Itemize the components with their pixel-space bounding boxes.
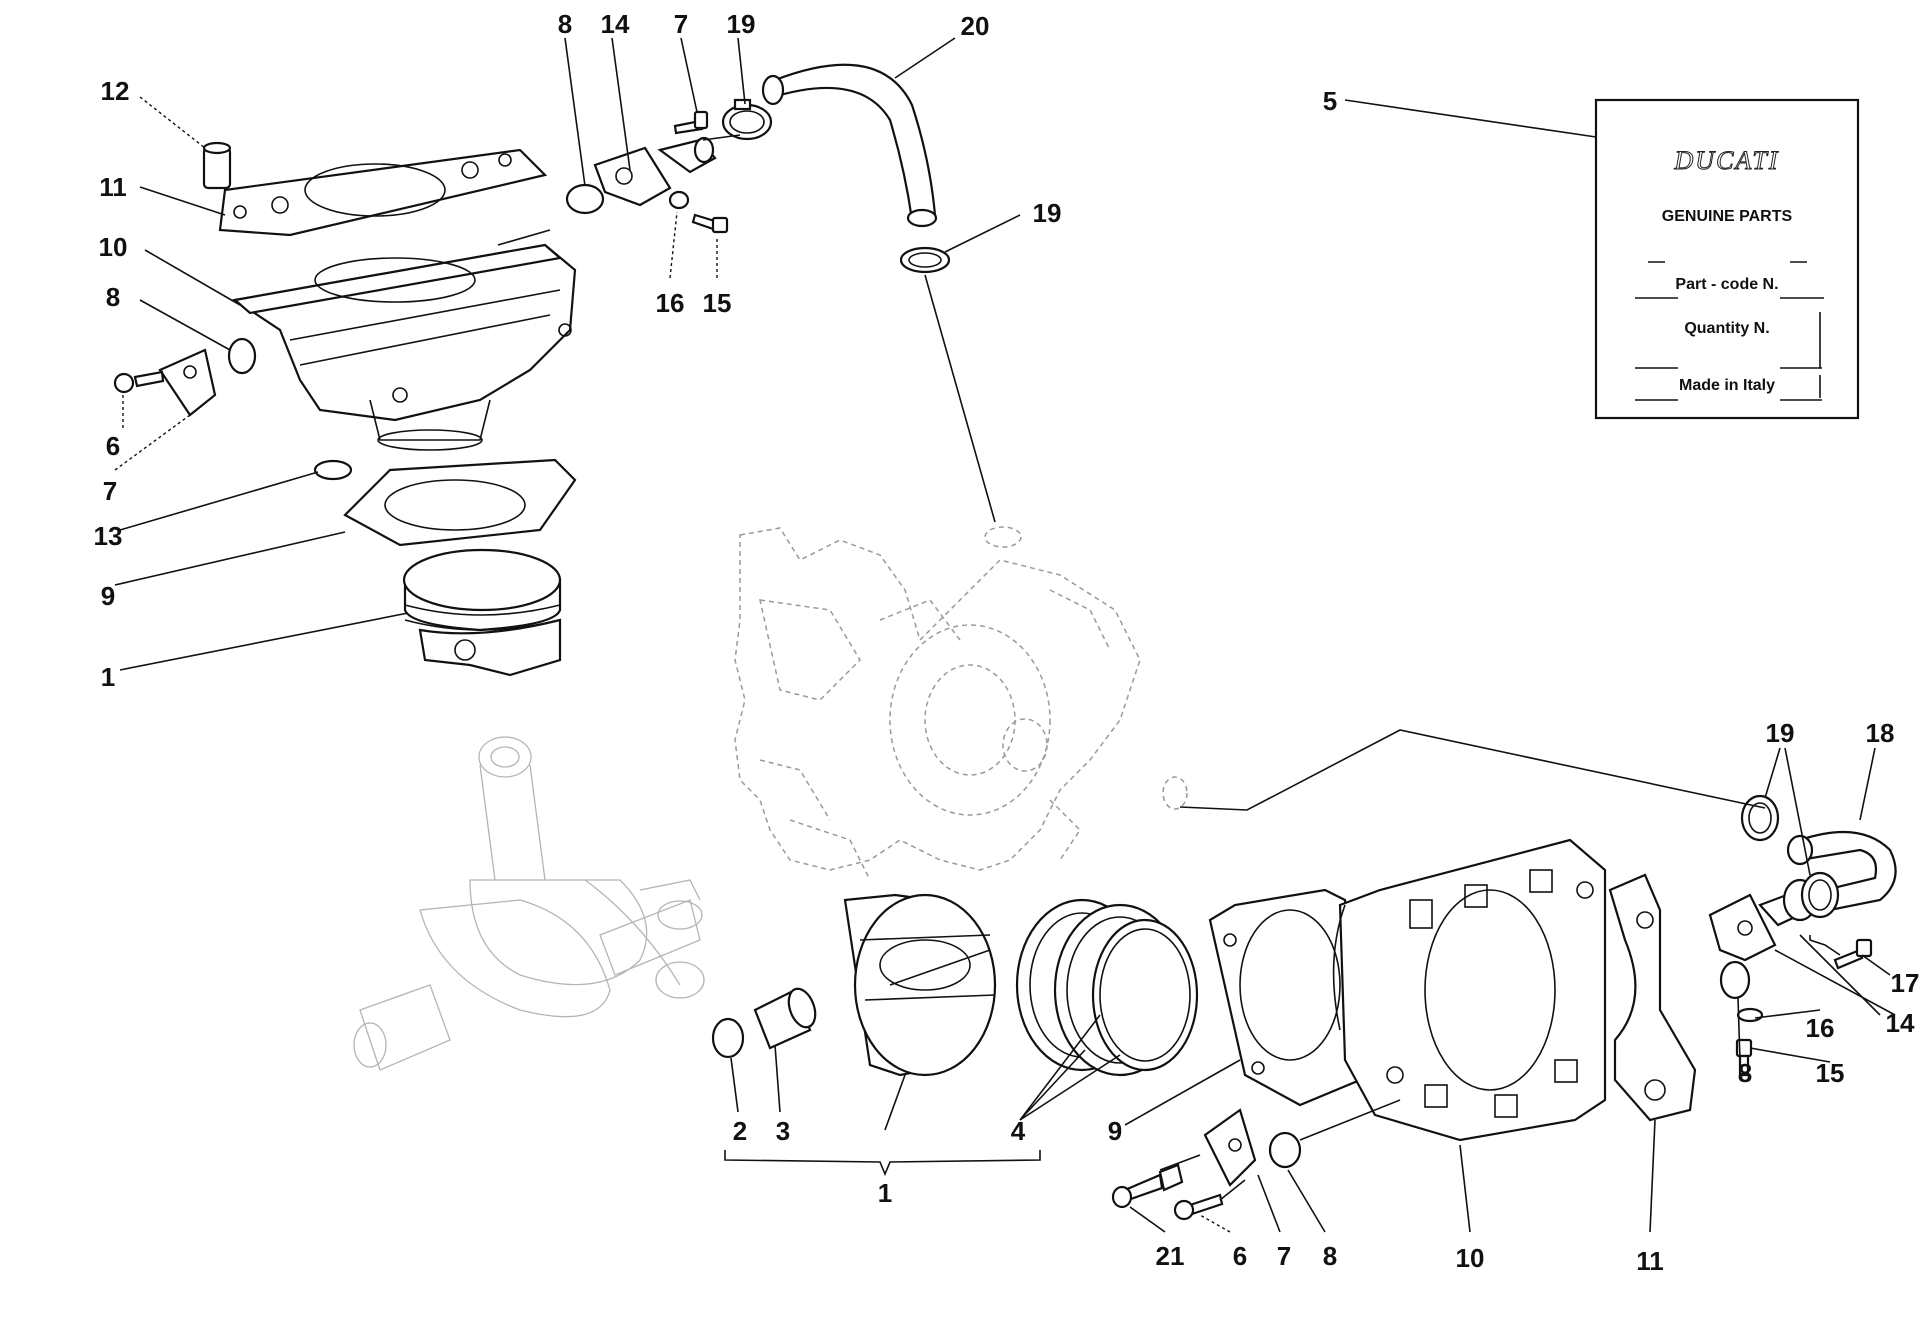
dowel-sleeve (202, 141, 232, 190)
cylinder-assembly-top (113, 141, 577, 677)
callout-19: 19 (727, 9, 756, 39)
callout-6: 6 (1233, 1241, 1247, 1271)
o-ring-small (313, 459, 353, 481)
leader-lines (114, 37, 1896, 1233)
piston-bottom (843, 893, 997, 1077)
piston-pin (753, 987, 817, 1050)
cylinder-group-bottom (1111, 838, 1697, 1221)
head-gasket-top (218, 148, 548, 237)
callout-17: 17 (1891, 968, 1920, 998)
callout-13: 13 (94, 521, 123, 551)
o-ring-right (1719, 960, 1751, 1000)
callout-9: 9 (101, 581, 115, 611)
cylinder-barrel-bottom (1332, 838, 1607, 1142)
callout-1: 1 (878, 1178, 892, 1208)
piston-rings (1015, 898, 1199, 1077)
callout-11: 11 (1636, 1246, 1664, 1276)
o-ring-left (227, 337, 257, 375)
callout-7: 7 (103, 476, 117, 506)
o-ring-top (565, 183, 605, 215)
callout-7: 7 (1277, 1241, 1291, 1271)
callout-10: 10 (99, 232, 128, 262)
water-fitting-right (1708, 794, 1897, 1077)
bolt-bottom (1173, 1193, 1224, 1221)
cylinder-barrel-top (232, 243, 577, 451)
water-flange-left (158, 348, 217, 417)
callout-15: 15 (703, 288, 732, 318)
callout-10: 10 (1456, 1243, 1485, 1273)
bolt-left (113, 370, 165, 394)
card-genuine-parts: GENUINE PARTS (1662, 208, 1793, 225)
callout-3: 3 (776, 1116, 790, 1146)
base-gasket-top (343, 458, 577, 547)
callout-15: 15 (1816, 1058, 1845, 1088)
callout-21: 21 (1156, 1241, 1185, 1271)
callout-16: 16 (656, 288, 685, 318)
piston-group-bottom (711, 893, 1199, 1077)
callout-8: 8 (106, 282, 120, 312)
genuine-parts-card: DUCATI GENUINE PARTS Part - code N. Quan… (1594, 98, 1860, 420)
piston-top (402, 548, 562, 677)
callout-9: 9 (1108, 1116, 1122, 1146)
callout-19: 19 (1033, 198, 1062, 228)
callout-14: 14 (601, 9, 630, 39)
callout-11: 11 (99, 172, 127, 202)
water-flange-bottom (1203, 1108, 1257, 1187)
brand-wordmark: DUCATI (1674, 146, 1780, 175)
callout-7: 7 (674, 9, 688, 39)
callout-6: 6 (106, 431, 120, 461)
card-made-in: Made in Italy (1679, 377, 1775, 394)
card-part-code: Part - code N. (1675, 276, 1778, 293)
callout-8: 8 (1323, 1241, 1337, 1271)
callout-4: 4 (1011, 1116, 1026, 1146)
crankshaft-ghost (353, 736, 705, 1071)
callout-12: 12 (101, 76, 130, 106)
base-gasket-bottom (1208, 888, 1362, 1107)
bleed-valve (1111, 1163, 1184, 1209)
o-ring-bottom (1268, 1131, 1302, 1169)
callout-16: 16 (1806, 1013, 1835, 1043)
head-gasket-bottom (1608, 873, 1697, 1122)
circlip (711, 1017, 745, 1059)
callout-14: 14 (1886, 1008, 1915, 1038)
callout-19: 19 (1766, 718, 1795, 748)
card-quantity: Quantity N. (1684, 320, 1769, 337)
callout-20: 20 (961, 11, 990, 41)
callout-18: 18 (1866, 718, 1895, 748)
callout-2: 2 (733, 1116, 747, 1146)
callout-8: 8 (558, 9, 572, 39)
crankcase-ghost (734, 526, 1188, 881)
callout-labels: 12 11 10 8 6 7 13 9 1 8 14 7 19 20 19 16… (94, 9, 1920, 1276)
callout-5: 5 (1323, 86, 1337, 116)
callout-8: 8 (1738, 1058, 1752, 1088)
callout-1: 1 (101, 662, 115, 692)
water-fitting-top (565, 63, 951, 274)
